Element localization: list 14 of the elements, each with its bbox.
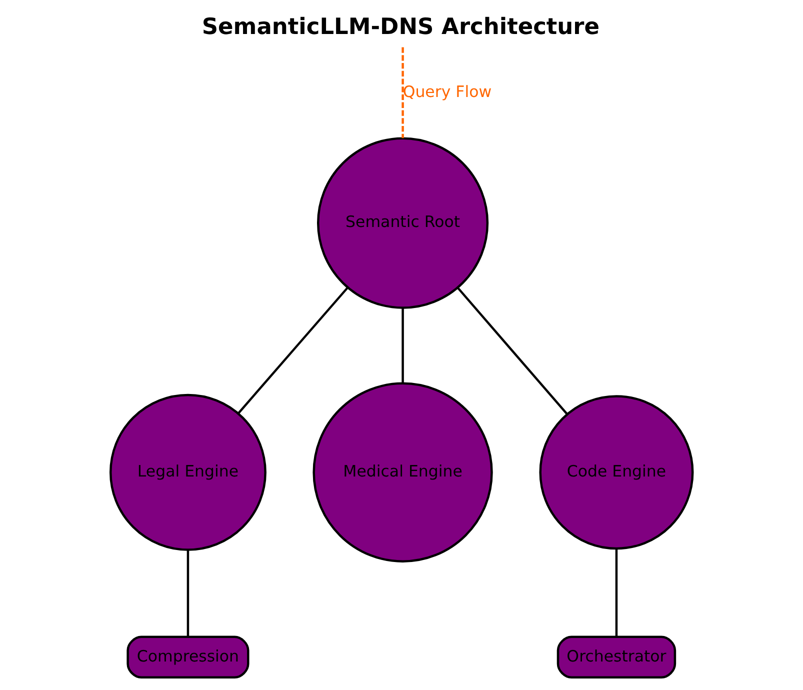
node-box: Compression (126, 636, 250, 679)
node-circle: Medical Engine (312, 382, 493, 562)
connector (402, 308, 404, 383)
node-circle: Legal Engine (109, 394, 266, 551)
edge-label: Query Flow (402, 82, 492, 101)
node-circle: Code Engine (539, 395, 694, 550)
node-circle: Semantic Root (316, 137, 489, 309)
connector (186, 550, 190, 637)
node-box: Orchestrator (556, 636, 676, 679)
connector (238, 287, 348, 414)
diagram-title: SemanticLLM-DNS Architecture (202, 14, 600, 40)
connector (456, 287, 568, 415)
connector (615, 548, 618, 637)
connector (402, 47, 404, 138)
